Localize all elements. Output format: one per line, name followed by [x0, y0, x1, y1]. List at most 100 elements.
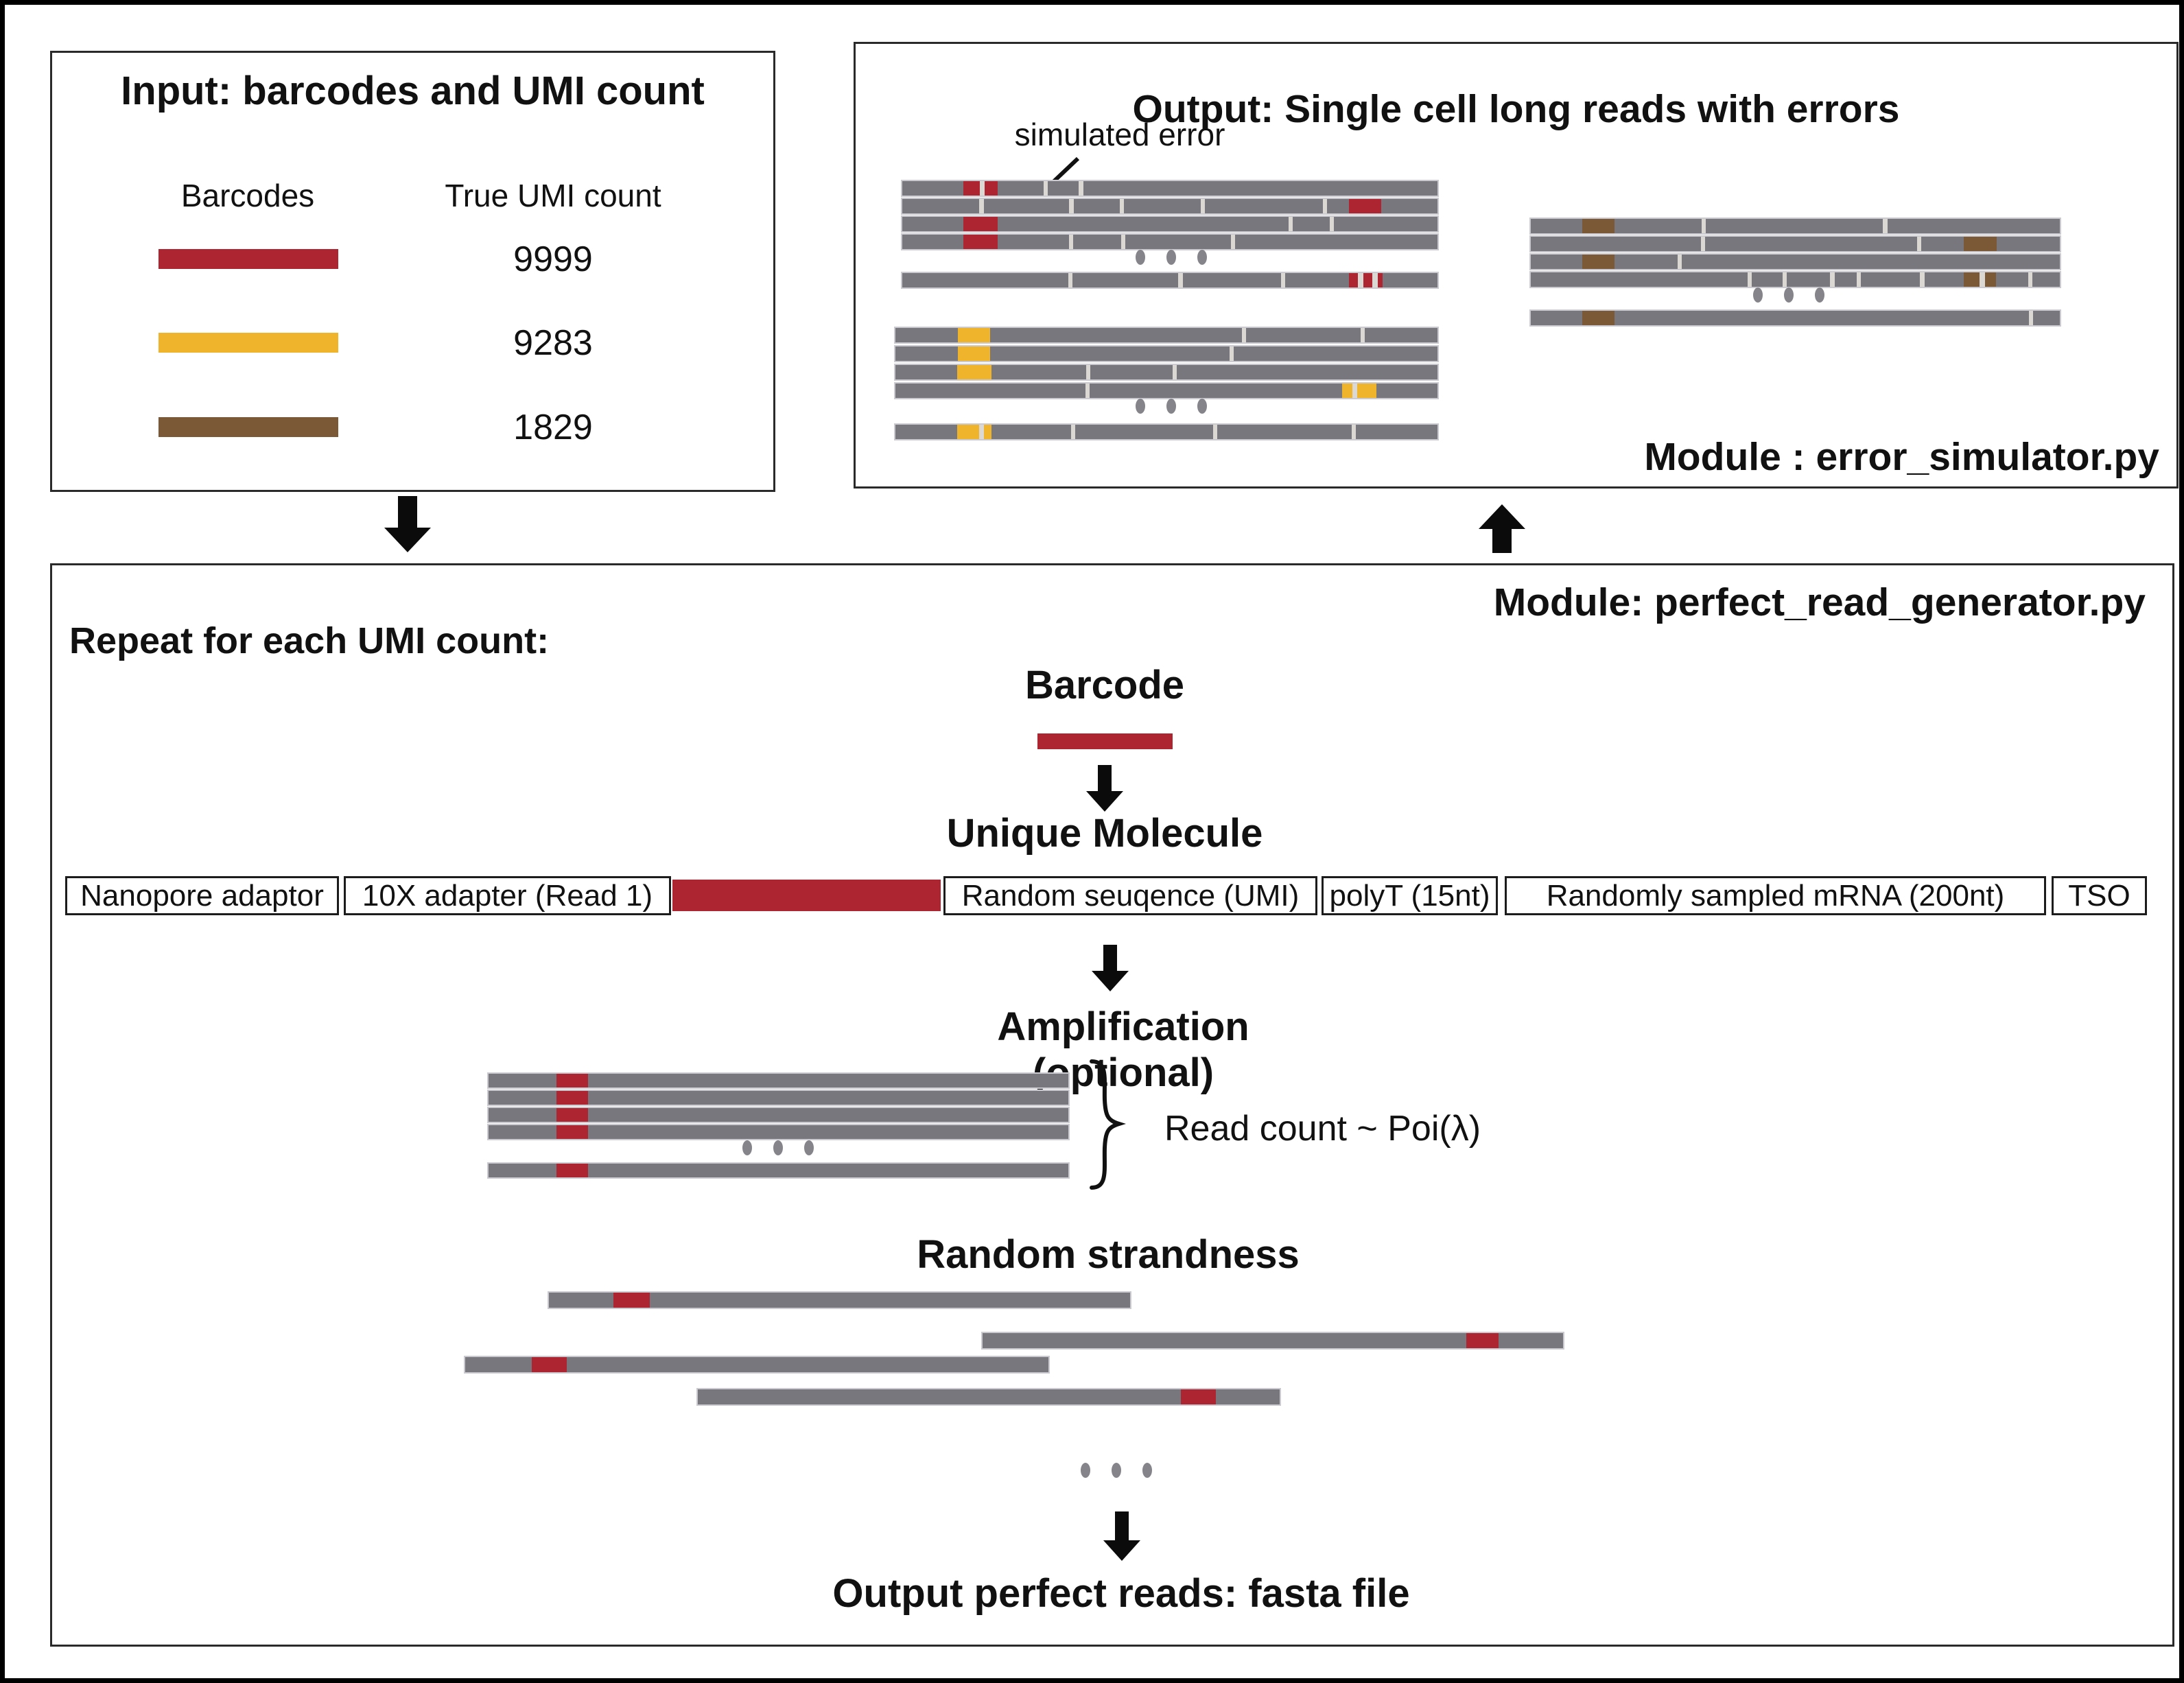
red-error-segment: [1349, 273, 1358, 287]
read-gap: [1883, 219, 1888, 233]
yellow-error-segment: [957, 328, 991, 342]
read-gap: [1979, 272, 1985, 287]
amplification-copies: [489, 1108, 1068, 1122]
brown-barcode-reads: [1531, 255, 2060, 269]
red-barcode-reads: [902, 217, 1437, 231]
ellipsis-dot: [742, 1140, 752, 1155]
read-gap: [1241, 328, 1247, 342]
brown-barcode-reads: [1531, 237, 2060, 251]
brown-barcode-reads: [1531, 272, 2060, 287]
input-box-title: Input: barcodes and UMI count: [121, 69, 705, 113]
annotation-pointer-line: [1050, 156, 1080, 185]
brown-error-segment: [1582, 311, 1614, 325]
amplification-copies: [489, 1164, 1068, 1177]
read-gap: [1230, 235, 1236, 249]
read-gap: [1069, 199, 1074, 213]
molecule-segment: Random seuqence (UMI): [943, 876, 1317, 915]
brown-error-segment: [1963, 272, 1980, 287]
repeat-for-each-umi-label: Repeat for each UMI count:: [69, 620, 550, 661]
molecule-segment: TSO: [2052, 876, 2147, 915]
brown-error-segment: [1963, 237, 1997, 251]
ellipsis-dot: [1166, 250, 1176, 265]
ellipsis-dot: [773, 1140, 783, 1155]
red-error-segment: [556, 1164, 589, 1177]
read-gap: [1178, 273, 1183, 287]
ellipsis-dot: [1197, 250, 1207, 265]
yellow-error-segment: [957, 425, 979, 439]
read-gap: [1121, 235, 1126, 249]
yellow-error-segment: [957, 346, 991, 361]
molecule-segment: Nanopore adaptor: [65, 876, 339, 915]
read-gap: [1085, 384, 1090, 398]
molecule-segment: 10X adapter (Read 1): [344, 876, 671, 915]
ellipsis-dot: [804, 1140, 814, 1155]
ellipsis-dot: [1197, 399, 1207, 414]
read-gap: [1352, 384, 1358, 398]
read-gap: [1086, 365, 1091, 379]
read-gap: [1372, 273, 1378, 287]
red-error-segment: [1349, 199, 1382, 213]
yellow-error-segment: [983, 425, 991, 439]
read-gap: [1229, 346, 1234, 361]
read-gap: [1856, 272, 1862, 287]
red-barcode-reads: [902, 199, 1437, 213]
amplification-step-label: Amplification (optional): [997, 1004, 1249, 1095]
red-error-segment: [556, 1108, 589, 1122]
read-gap: [1068, 235, 1073, 249]
red-error-segment: [1180, 1389, 1216, 1404]
random-strandness-label: Random strandness: [917, 1232, 1300, 1277]
molecule-segment: Randomly sampled mRNA (200nt): [1505, 876, 2046, 915]
yellow-barcode-reads: [895, 365, 1437, 379]
red-error-segment: [613, 1293, 650, 1308]
read-gap: [1357, 273, 1364, 287]
error-simulator-module-label: Module : error_simulator.py: [1644, 435, 2159, 479]
strand-read-bar: [465, 1357, 1048, 1372]
brown-error-segment: [1984, 272, 1997, 287]
barcode-step-label: Barcode: [1024, 663, 1185, 707]
red-error-segment: [556, 1074, 589, 1087]
read-gap: [1360, 328, 1365, 342]
red-barcode-reads: [902, 235, 1437, 249]
read-gap: [1352, 425, 1357, 439]
red-error-segment: [556, 1091, 589, 1105]
umi-count-value: 1829: [513, 408, 593, 447]
barcode-swatch-brown: [158, 417, 338, 437]
simulated-error-label: simulated error: [1014, 117, 1225, 152]
read-gap: [1068, 273, 1073, 287]
ellipsis-dot: [1784, 287, 1794, 303]
read-gap: [1281, 273, 1286, 287]
ellipsis-dot: [1136, 250, 1145, 265]
read-gap: [980, 181, 985, 196]
yellow-error-segment: [1341, 384, 1352, 398]
red-error-segment: [556, 1125, 589, 1139]
read-count-poisson-label: Read count ~ Poi(λ): [1164, 1109, 1481, 1149]
read-gap: [978, 425, 984, 439]
read-gap: [1916, 237, 1921, 251]
umi-count-value: 9283: [513, 323, 593, 363]
ellipsis-dot: [1166, 399, 1176, 414]
ellipsis-dot: [1753, 287, 1763, 303]
read-gap: [1070, 425, 1076, 439]
yellow-barcode-reads: [895, 328, 1437, 342]
read-gap: [1920, 272, 1925, 287]
red-error-segment: [1363, 273, 1372, 287]
red-barcode-reads: [902, 273, 1437, 287]
read-gap: [1702, 219, 1706, 233]
ellipsis-dot: [1815, 287, 1824, 303]
read-gap: [1172, 365, 1177, 379]
brown-error-segment: [1582, 219, 1614, 233]
yellow-barcode-reads: [895, 384, 1437, 398]
perfect-read-generator-module-label: Module: perfect_read_generator.py: [1493, 580, 2146, 624]
brown-error-segment: [1582, 255, 1614, 269]
yellow-barcode-reads: [895, 425, 1437, 439]
read-gap: [1289, 217, 1293, 231]
red-error-segment: [963, 235, 998, 249]
read-gap: [1201, 199, 1206, 213]
output-fasta-label: Output perfect reads: fasta file: [832, 1571, 1410, 1616]
red-barcode-reads: [902, 181, 1437, 196]
read-gap: [2028, 272, 2032, 287]
red-error-segment: [963, 181, 981, 196]
barcode-bar: [1037, 733, 1173, 749]
read-gap: [1830, 272, 1835, 287]
read-gap: [979, 199, 984, 213]
